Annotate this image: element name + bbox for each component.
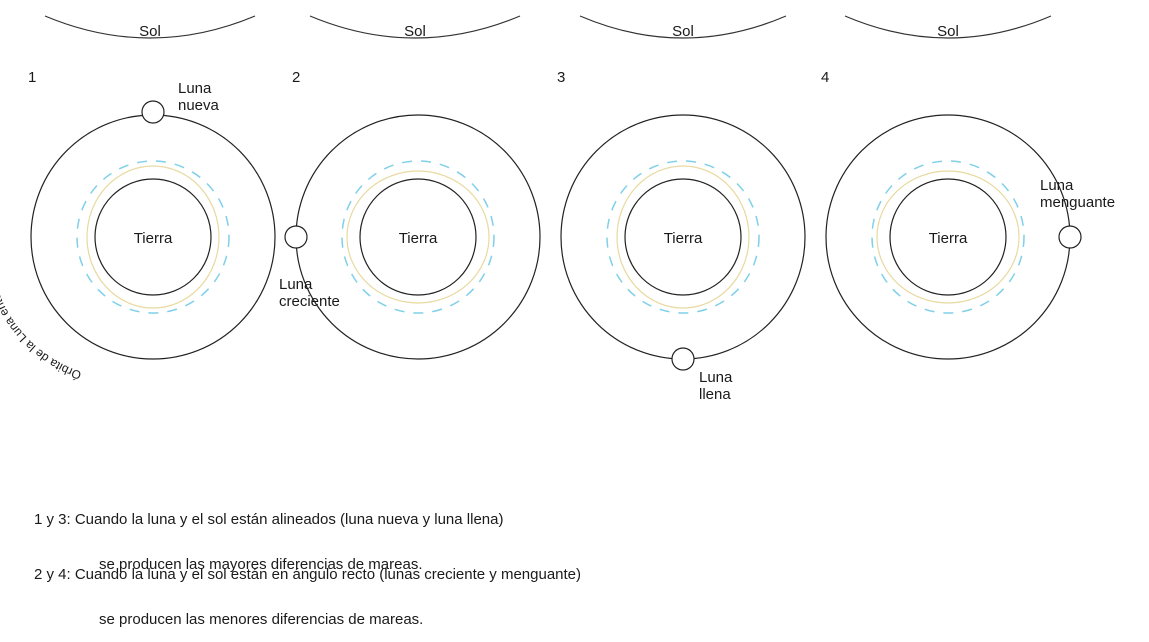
moon-label-line-1: Luna [279,276,313,293]
moon-label: Luna llena [699,369,737,403]
earth [624,178,742,296]
tides-diagram: Sol 1 Tierra Luna nueva Órbita de la Lun… [0,15,1115,403]
note-aligned-line-1: 1 y 3: Cuando la luna y el sol están ali… [34,511,504,528]
panel-2: Sol 2 Tierra Luna creciente [279,15,541,360]
tide-bulge-dashed [341,160,495,314]
moon-label-line-1: Luna [1040,177,1074,194]
note-aligned: 1 y 3: Cuando la luna y el sol están ali… [34,482,503,587]
panel-number: 4 [821,69,829,86]
moon-label-line-2: llena [699,386,731,403]
note-right-angle: 2 y 4: Cuando la luna y el sol están en … [34,537,581,642]
panel-number: 1 [28,69,36,86]
earth [94,178,212,296]
sun-arc [309,15,521,39]
earth [359,178,477,296]
moon [671,347,695,371]
panel-1: Sol 1 Tierra Luna nueva Órbita de la Lun… [0,15,276,383]
moon-label: Luna menguante [1040,177,1115,211]
moon-label-line-1: Luna [699,369,733,386]
moon-label-line-2: menguante [1040,194,1115,211]
tide-bulge-dashed [871,160,1025,314]
orbit-label-path: Órbita de la Luna entorno a la Tierra [0,217,83,383]
sun-arc [579,15,787,39]
note-right-angle-line-1: 2 y 4: Cuando la luna y el sol están en … [34,566,582,583]
moon [284,225,308,249]
tide-bulge-dashed [606,160,760,314]
earth-label: Tierra [399,230,438,247]
tide-bulge-solid [346,170,490,304]
sun-arc [844,15,1052,39]
tide-bulge-solid [876,170,1020,304]
tide-bulge-solid [86,165,220,309]
sun-label: Sol [672,23,694,40]
earth-label: Tierra [664,230,703,247]
note-right-angle-line-2: se producen las menores diferencias de m… [99,611,424,628]
earth [889,178,1007,296]
moon [141,100,165,124]
moon-label: Luna nueva [178,80,220,114]
moon-label-line-2: nueva [178,97,220,114]
moon-label-line-1: Luna [178,80,212,97]
sun-label: Sol [404,23,426,40]
panel-number: 2 [292,69,300,86]
sun-label: Sol [139,23,161,40]
earth-label: Tierra [929,230,968,247]
panel-4: Sol 4 Tierra Luna menguante [821,15,1115,360]
tide-bulge-solid [616,165,750,309]
note-aligned-line-2: se producen las mayores diferencias de m… [99,556,423,573]
moon [1058,225,1082,249]
orbit-label: Órbita de la Luna entorno a la Tierra [0,217,83,383]
moon-label-line-2: creciente [279,293,340,310]
tide-bulge-dashed [76,160,230,314]
sun-arc [44,15,256,39]
panel-3: Sol 3 Tierra Luna llena [557,15,806,403]
moon-label: Luna creciente [279,276,340,310]
sun-label: Sol [937,23,959,40]
panel-number: 3 [557,69,565,86]
earth-label: Tierra [134,230,173,247]
